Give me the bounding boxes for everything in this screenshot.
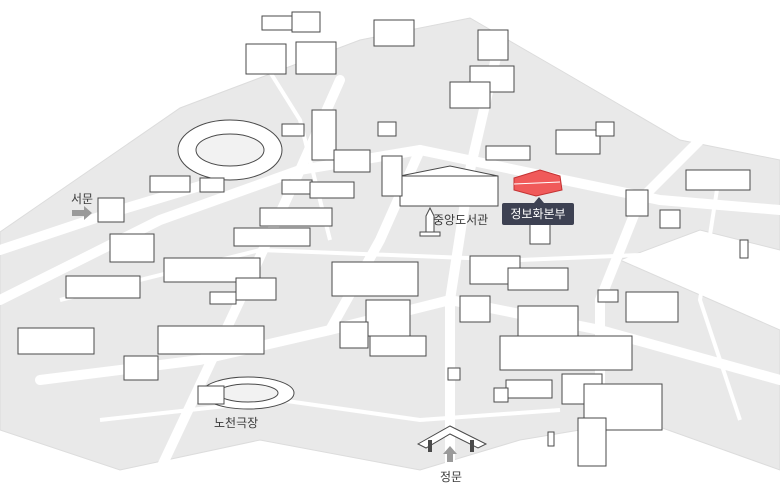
information-hq-callout[interactable]: 정보화본부 [502, 197, 574, 225]
buildings [17, 11, 751, 467]
information-hq-building[interactable] [513, 169, 563, 197]
open-air-theater-label: 노천극장 [214, 416, 259, 430]
central-library-label: 중앙도서관 [433, 213, 489, 227]
stadium [177, 119, 283, 181]
main-gate-structure [416, 425, 488, 452]
west-gate-label: 서문 [71, 192, 94, 206]
west-gate-arrow-icon [72, 206, 92, 220]
library-statue-icon [419, 206, 441, 237]
main-gate-arrow-icon [443, 446, 457, 462]
open-air-theater-building [197, 376, 295, 410]
central-library-building [399, 165, 499, 207]
main-gate-label: 정문 [440, 470, 463, 484]
